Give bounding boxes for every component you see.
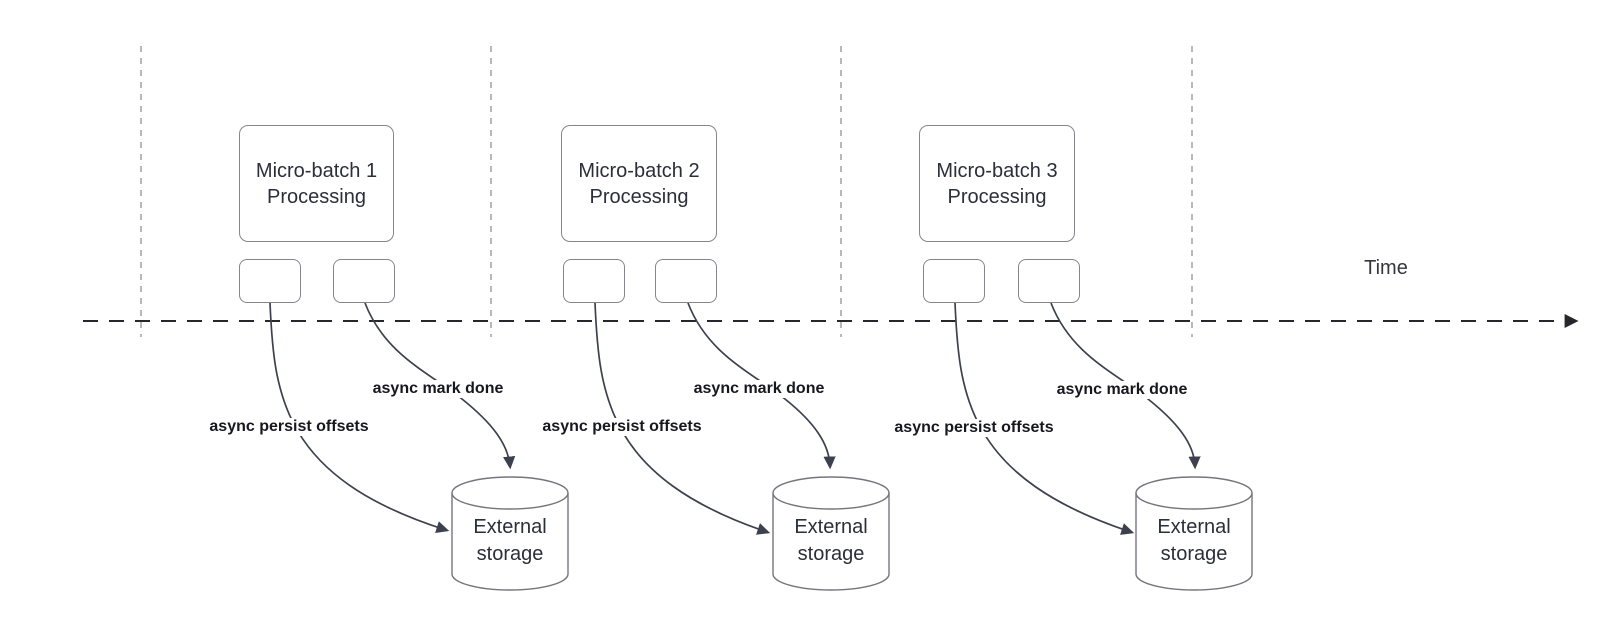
micro-batch-2-title-line2: Processing [589,185,689,208]
micro-batch-3-title-line2: Processing [947,185,1047,208]
external-storage-label-1-line1: External [473,516,547,538]
external-storage-cylinder-1 [451,476,569,591]
persist-offsets-arrow-1 [269,302,450,533]
micro-batch-2-offset-task-box [563,259,625,303]
micro-batch-3-title-line1: Micro-batch 3 [936,159,1058,182]
persist-offsets-label-1: async persist offsets [206,418,372,436]
external-storage-label-2-line2: storage [797,543,865,565]
micro-batch-2-box: Micro-batch 2 Processing [561,125,717,242]
micro-batch-1-done-task-box [333,259,395,303]
persist-offsets-label-3: async persist offsets [891,419,1057,437]
micro-batch-2-title-line1: Micro-batch 2 [578,159,700,182]
mark-done-label-2: async mark done [690,380,828,398]
mark-done-label-3: async mark done [1053,381,1191,399]
external-storage-label-3-line2: storage [1160,543,1228,565]
external-storage-cylinder-2 [772,476,890,591]
external-storage-label-2-line1: External [794,516,868,538]
micro-batch-2-done-task-box [655,259,717,303]
micro-batch-3-offset-task-box [923,259,985,303]
external-storage-label-1-line2: storage [476,543,544,565]
external-storage-label-2: External storage [772,514,890,568]
micro-batch-1-offset-task-box [239,259,301,303]
micro-batch-1-title-line1: Micro-batch 1 [255,159,378,182]
mark-done-label-1: async mark done [369,380,507,398]
external-storage-cylinder-1-rim [451,492,569,510]
micro-batch-1-box: Micro-batch 1 Processing [239,125,394,242]
external-storage-cylinder-3-rim [1135,492,1253,510]
persist-offsets-arrow-3 [954,302,1135,535]
time-axis-label: Time [1364,257,1408,279]
external-storage-label-1: External storage [451,514,569,568]
external-storage-cylinder-2-rim [772,492,890,510]
persist-offsets-label-2: async persist offsets [539,418,705,436]
external-storage-label-3: External storage [1135,514,1253,568]
micro-batch-3-done-task-box [1018,259,1080,303]
external-storage-cylinder-3 [1135,476,1253,591]
micro-batch-3-box: Micro-batch 3 Processing [919,125,1075,242]
external-storage-label-3-line1: External [1157,516,1231,538]
micro-batch-1-title-line2: Processing [267,185,366,208]
